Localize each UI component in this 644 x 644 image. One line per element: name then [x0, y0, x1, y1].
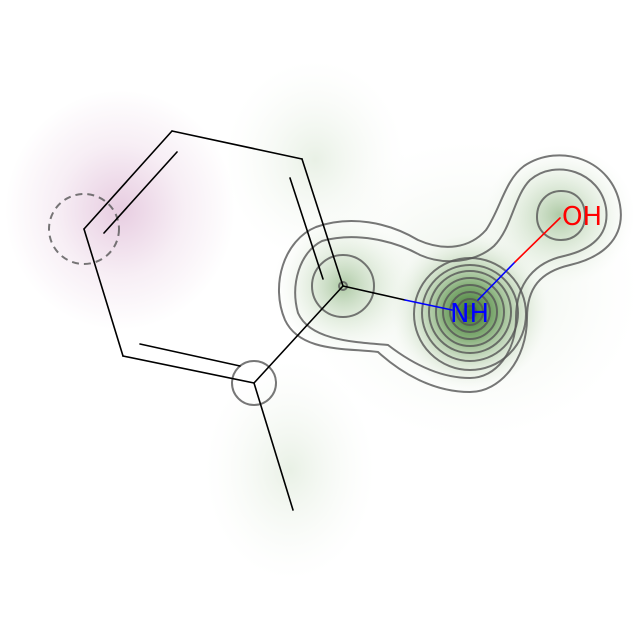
contour-nitrogen-ring-5 [442, 284, 498, 340]
contour-methyl-carbon-ring [231, 360, 277, 406]
contour-nitrogen-ring-8 [463, 305, 477, 319]
ring-bond-4 [122, 355, 255, 384]
n-o-bond-nitrogen-half [477, 261, 516, 301]
contour-oxygen-ring [535, 189, 587, 242]
ring-bond-2 [301, 158, 344, 287]
c-n-bond-nitrogen-half [404, 299, 453, 311]
nitrogen-atom-label: NH [450, 299, 489, 329]
contour-carbon-ring [311, 254, 375, 318]
contour-nitrogen-ring-1 [413, 257, 527, 371]
contour-nitrogen-ring-7 [456, 298, 484, 326]
positive-weight-glow-oxygen [485, 145, 635, 285]
ring-bond-4-inner [139, 343, 241, 367]
bond-layer [83, 130, 561, 511]
ring-bond-5 [83, 228, 124, 357]
atom-label-layer: NH OH [450, 202, 602, 329]
ring-bond-2-inner [289, 177, 324, 280]
ring-bond-6 [83, 130, 173, 230]
contour-layer [48, 154, 622, 406]
contour-nitrogen-ring-6 [449, 291, 491, 333]
c-n-bond-carbon-half [342, 285, 406, 301]
outer-contour [277, 154, 622, 394]
ring-bond-3 [253, 285, 344, 384]
negative-weight-glow [5, 90, 235, 330]
methyl-bond [253, 382, 294, 511]
contour-nitrogen-ring-3 [428, 270, 512, 354]
contour-nitrogen-ring-2 [421, 264, 519, 362]
positive-weight-glow-tail [205, 360, 375, 580]
weight-glow-layer [5, 60, 640, 580]
contour-nitrogen-ring-4 [435, 277, 505, 347]
n-o-bond-oxygen-half [514, 217, 561, 263]
oxygen-atom-label: OH [562, 202, 602, 232]
ring-bond-1 [171, 130, 303, 160]
contour-small-carbon-dot [338, 281, 348, 291]
negative-contour-ring [48, 193, 120, 265]
ring-bond-6-inner [103, 151, 178, 234]
